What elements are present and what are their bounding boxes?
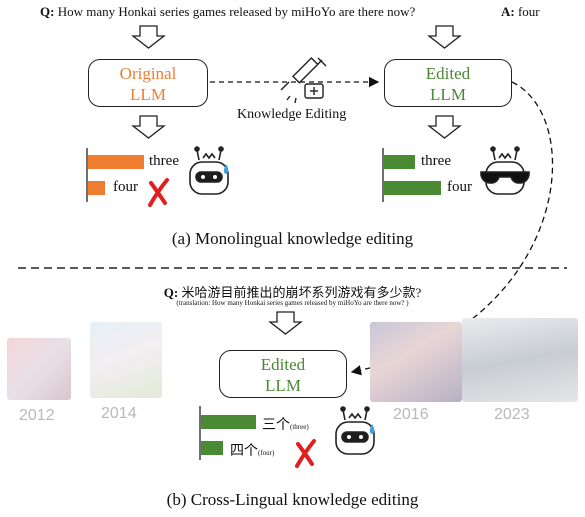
year-label: 2016 xyxy=(393,406,429,423)
edited-llm-box: Edited LLM xyxy=(219,350,347,398)
bar-label-four: four xyxy=(113,179,138,195)
wrong-cross-icon xyxy=(148,178,169,207)
question-prefix: Q: xyxy=(163,285,179,300)
bar-label-three: three xyxy=(149,153,179,169)
chinese-question-line: Q: 米哈游目前推出的崩坏系列游戏有多少款? xyxy=(0,282,585,301)
edited-llm-line1: Edited xyxy=(260,355,306,374)
honkai-2016-thumbnail xyxy=(370,322,462,402)
bar-label-four: four xyxy=(447,179,472,195)
bar-label-text: 三个 xyxy=(262,418,290,433)
bar-label-text: 四个 xyxy=(230,444,258,459)
caption-b: (b) Cross-Lingual knowledge editing xyxy=(166,490,419,509)
bar-label-four-zh: 四个(four) xyxy=(230,440,274,460)
wrong-cross-icon xyxy=(295,439,316,468)
question-text: How many Honkai series games released by… xyxy=(57,4,416,19)
bar-four-crosslingual xyxy=(201,441,223,455)
bar-three-crosslingual xyxy=(201,415,256,429)
year-label: 2023 xyxy=(494,406,530,423)
bar-four-original xyxy=(88,181,105,195)
bar-label-translation: (four) xyxy=(258,449,275,457)
bar-four-edited xyxy=(384,181,441,195)
robot-cool-icon xyxy=(480,146,530,195)
bar-label-translation: (three) xyxy=(290,423,309,431)
year-label: 2014 xyxy=(101,405,137,422)
translation-text: (translation: How many Honkai series gam… xyxy=(176,299,409,307)
edited-llm-line1: Edited xyxy=(425,64,471,83)
bar-label-three: three xyxy=(421,153,451,169)
original-llm-line2: LLM xyxy=(130,85,166,104)
edited-llm-line2: LLM xyxy=(430,85,466,104)
honkai-2023-thumbnail xyxy=(462,318,578,402)
edited-llm-line2: LLM xyxy=(265,376,301,395)
honkai-2012-thumbnail xyxy=(7,338,71,400)
bar-label-three-zh: 三个(three) xyxy=(262,414,309,434)
down-arrow-icon xyxy=(427,25,462,49)
caption-a: (a) Monolingual knowledge editing xyxy=(171,229,414,248)
knowledge-editing-label: Knowledge Editing xyxy=(237,107,347,122)
chinese-question-text: 米哈游目前推出的崩坏系列游戏有多少款? xyxy=(181,285,422,300)
robot-sad-icon xyxy=(189,146,229,195)
edited-llm-box: Edited LLM xyxy=(384,59,512,107)
down-arrow-icon xyxy=(131,115,166,139)
answer-prefix: A: xyxy=(501,4,515,19)
bar-three-original xyxy=(88,155,144,169)
top-answer-line: A: four xyxy=(501,4,540,20)
down-arrow-icon xyxy=(131,25,166,49)
syringe-icon xyxy=(280,56,327,104)
down-arrow-icon xyxy=(427,115,462,139)
down-arrow-icon xyxy=(268,311,303,335)
question-prefix: Q: xyxy=(40,4,55,19)
answer-text: four xyxy=(517,4,540,19)
robot-sad-icon xyxy=(335,406,375,455)
bar-three-edited xyxy=(384,155,415,169)
honkai-2014-thumbnail xyxy=(90,322,162,398)
original-llm-box: Original LLM xyxy=(88,59,208,107)
year-label: 2012 xyxy=(19,407,55,424)
top-question-line: Q: How many Honkai series games released… xyxy=(40,4,415,20)
original-llm-line1: Original xyxy=(119,64,177,83)
